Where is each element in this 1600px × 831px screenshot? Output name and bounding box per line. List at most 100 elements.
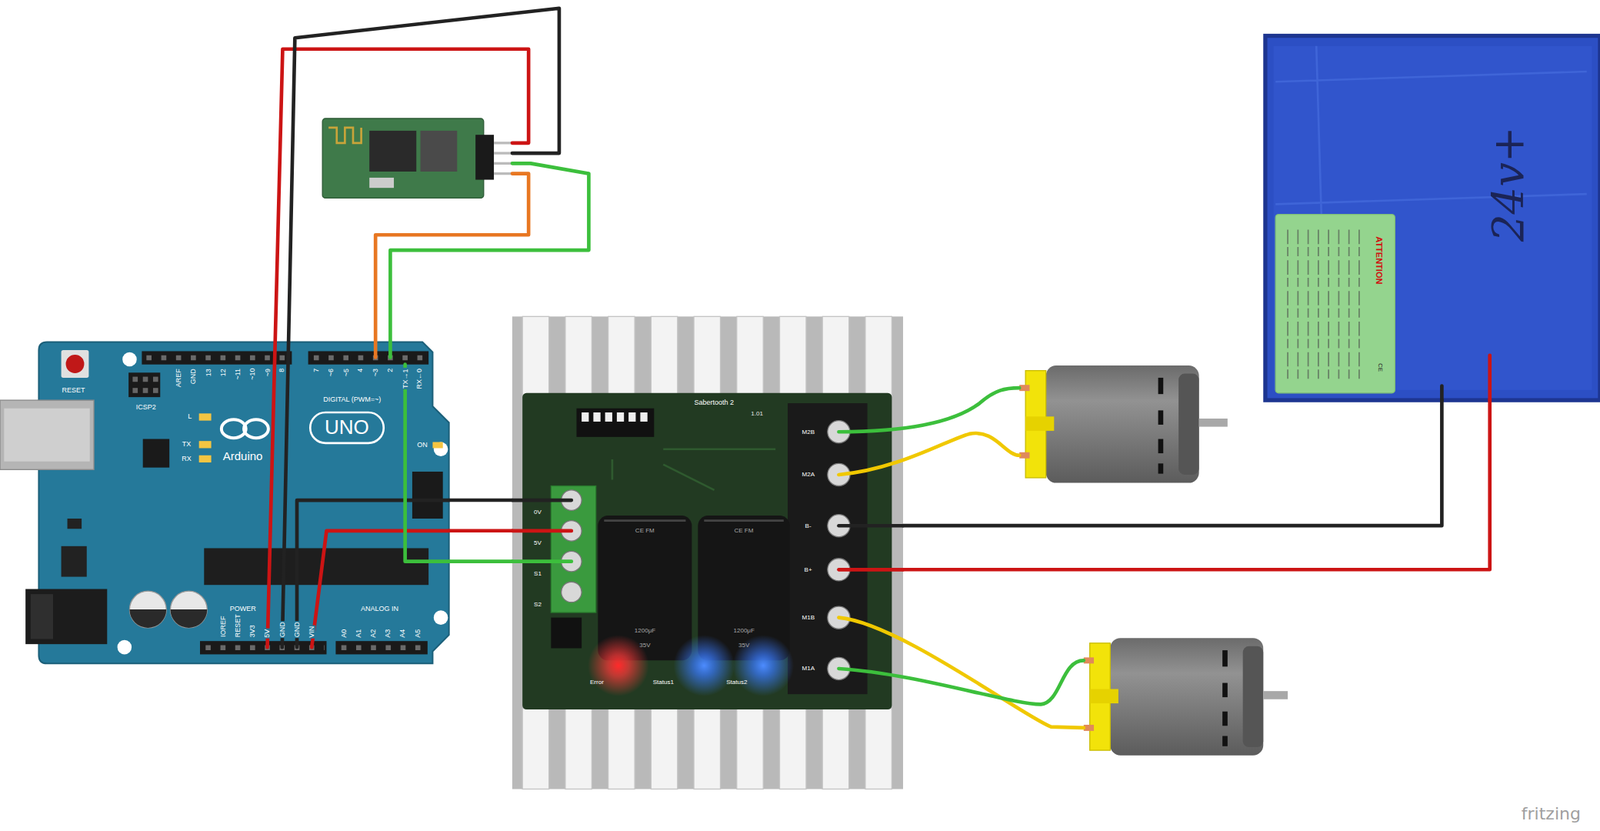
arduino-illustration [203, 547, 429, 585]
arduino-illustration [132, 376, 138, 383]
wire-connector [903, 400, 1442, 526]
arduino-illustration [66, 354, 85, 374]
pin-label: A5 [413, 627, 422, 638]
motor-driver-illustration [512, 316, 904, 789]
watermark: fritzing [1520, 803, 1582, 824]
arduino-illustration [122, 352, 137, 367]
arduino-illustration [205, 644, 325, 650]
motor-driver-illustration [822, 708, 849, 790]
board-label: POWER [229, 604, 257, 613]
dc-motor [1263, 690, 1288, 700]
jumper-wire [838, 660, 1084, 704]
motor-driver-illustration [565, 316, 592, 396]
arduino-illustration [128, 372, 160, 397]
battery-illustration [1265, 36, 1600, 401]
pin-label: 7 [312, 367, 320, 374]
arduino-illustration [146, 355, 290, 361]
arduino-illustration [61, 546, 87, 577]
capacitor-label: CE FM [634, 526, 656, 534]
dc-motor [1110, 637, 1264, 756]
pin-label: 5V [263, 627, 271, 638]
board-label: ANALOG IN [360, 604, 400, 613]
arduino-illustration [335, 640, 427, 654]
motor-driver-illustration [693, 316, 720, 396]
motor-driver-illustration [550, 617, 582, 649]
jumper-wire [1440, 386, 1444, 401]
pin-label: A0 [340, 627, 348, 638]
battery-illustration [1265, 36, 1600, 401]
arduino-illustration [3, 408, 90, 462]
battery-illustration [1327, 230, 1330, 380]
arduino-illustration [313, 355, 427, 361]
arduino-illustration [25, 589, 107, 645]
bluetooth-module [475, 134, 494, 180]
motor-driver-illustration [522, 316, 892, 789]
motor-driver-illustration [865, 708, 892, 790]
motor-driver-illustration [593, 412, 600, 422]
terminal-label: B- [804, 522, 813, 530]
pin-label: AREF [174, 367, 183, 388]
motor-driver-illustration [827, 420, 850, 680]
arduino-illustration [153, 387, 159, 394]
motor-driver-illustration [608, 708, 635, 790]
arduino-illustration [433, 610, 449, 625]
arduino-illustration [412, 471, 444, 519]
pin-label: GND [189, 367, 197, 385]
pin-label: VIN [307, 624, 316, 638]
pin-label: 4 [356, 367, 365, 374]
pin-label: ~10 [248, 367, 257, 381]
pin-label: 8 [278, 367, 287, 374]
motor-driver-illustration [650, 316, 677, 396]
bluetooth-module [369, 177, 394, 188]
battery-illustration [1358, 230, 1360, 380]
pin-label: 2 [386, 367, 394, 374]
pin-label: ~5 [342, 367, 350, 377]
arduino-illustration [199, 440, 212, 448]
arduino-illustration [67, 518, 83, 529]
arduino-illustration [341, 644, 427, 650]
motor-driver-illustration [522, 316, 549, 396]
jumper-wire [390, 163, 589, 357]
capacitor-label: 35V [737, 641, 750, 649]
wire-connector [449, 498, 513, 503]
wire-connector [449, 528, 513, 533]
motor-driver-illustration [732, 634, 794, 697]
motor-driver-illustration [822, 316, 849, 396]
bluetooth-module [328, 127, 361, 144]
arduino-illustration [117, 640, 133, 655]
bluetooth-module [420, 130, 458, 172]
led-label: Status1 [652, 678, 675, 686]
jumper-wire [838, 433, 1020, 475]
version-label: 1.01 [750, 410, 764, 417]
jumper-wire [838, 617, 1084, 728]
motor-driver-illustration [787, 403, 867, 694]
board-label: DIGITAL (PWM=~) [322, 395, 382, 404]
motor-driver-illustration [865, 316, 892, 396]
board-label: ICSP2 [135, 403, 157, 411]
terminal-label: M1B [801, 613, 816, 621]
motor-driver-illustration [603, 519, 686, 522]
dc-motor [1243, 646, 1264, 747]
arduino-illustration [30, 593, 54, 639]
terminal-label: 5V [533, 539, 543, 547]
jumper-wire [1487, 355, 1492, 400]
pin-label: GND [293, 620, 301, 638]
motor-driver-illustration [581, 412, 589, 422]
handwritten-note: 24v+ [1483, 125, 1533, 243]
arduino-illustration [221, 419, 247, 438]
pin-label: GND [278, 620, 287, 638]
motor-driver-illustration [522, 708, 549, 790]
mark-label: CE [1376, 362, 1384, 373]
led-label: Status2 [725, 678, 748, 686]
motor-driver-illustration [779, 708, 806, 790]
bluetooth-module [493, 162, 513, 165]
bluetooth-module [493, 151, 513, 154]
dc-motor [1158, 463, 1164, 474]
dc-motor [1083, 637, 1288, 756]
battery-illustration [1317, 230, 1320, 380]
motor-driver-illustration [640, 412, 647, 422]
jumper-wire [512, 559, 572, 564]
arduino-illustration [143, 387, 149, 394]
battery-illustration [1287, 230, 1360, 380]
